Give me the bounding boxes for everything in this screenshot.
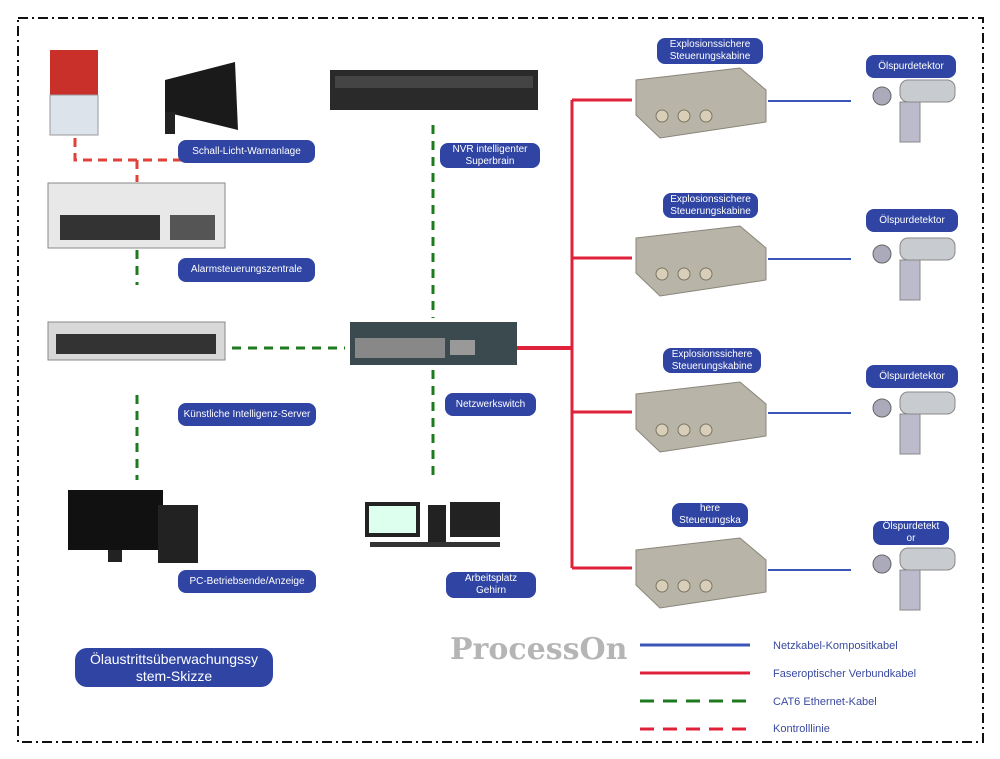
cabinet-icon — [635, 67, 767, 139]
cat6-lines — [135, 125, 435, 480]
workstation-label: Arbeitsplatz Gehirn — [446, 572, 536, 598]
watermark: ProcessOn — [450, 632, 628, 667]
cabinet-label: Explosionssichere Steuerungskabine — [663, 348, 761, 373]
legend-label: Netzkabel-Kompositkabel — [773, 640, 898, 652]
switch-label: Netzwerkswitch — [445, 393, 536, 416]
nvr-icon — [330, 70, 538, 110]
composite-lines — [768, 100, 851, 571]
detector-label: Ölspurdetektor — [866, 365, 958, 388]
control-line — [73, 138, 205, 182]
cabinet-icon — [635, 537, 767, 609]
control-label: Alarmsteuerungszentrale — [178, 258, 315, 282]
diagram-border — [17, 17, 984, 743]
nvr-label: NVR intelligenter Superbrain — [440, 143, 540, 168]
detector-label: Ölspurdetekt or — [873, 521, 949, 545]
cabinet-icon — [635, 381, 767, 453]
detector-label: Ölspurdetektor — [866, 55, 956, 78]
oil-detector-camera-icon — [872, 391, 956, 455]
pc-label: PC-Betriebsende/Anzeige — [178, 570, 316, 593]
server-label: Künstliche Intelligenz-Server — [178, 403, 316, 426]
network-switch-icon — [350, 322, 517, 365]
detector-label: Ölspurdetektor — [866, 209, 958, 232]
alarm-light-icon — [49, 50, 99, 136]
cabinet-label: Explosionssichere Steuerungskabine — [657, 38, 763, 64]
pc-icon — [68, 490, 198, 563]
cabinet-label: Explosionssichere Steuerungskabine — [663, 193, 758, 218]
legend-label: CAT6 Ethernet-Kabel — [773, 696, 877, 708]
legend-label: Kontrolllinie — [773, 723, 830, 735]
oil-detector-camera-icon — [872, 547, 956, 611]
workstation-icon — [365, 502, 500, 547]
fiber-lines — [517, 98, 632, 570]
cabinet-icon — [635, 225, 767, 297]
oil-detector-camera-icon — [872, 79, 956, 143]
oil-detector-camera-icon — [872, 237, 956, 301]
diagram-title: Ölaustrittsüberwachungssy stem-Skizze — [75, 648, 273, 687]
horn-icon — [165, 62, 238, 134]
cabinet-label: here Steuerungska — [672, 503, 748, 527]
alarm-control-unit-icon — [47, 182, 226, 249]
server-icon — [47, 321, 226, 361]
alarm-label: Schall-Licht-Warnanlage — [178, 140, 315, 163]
legend-label: Faseroptischer Verbundkabel — [773, 668, 917, 680]
